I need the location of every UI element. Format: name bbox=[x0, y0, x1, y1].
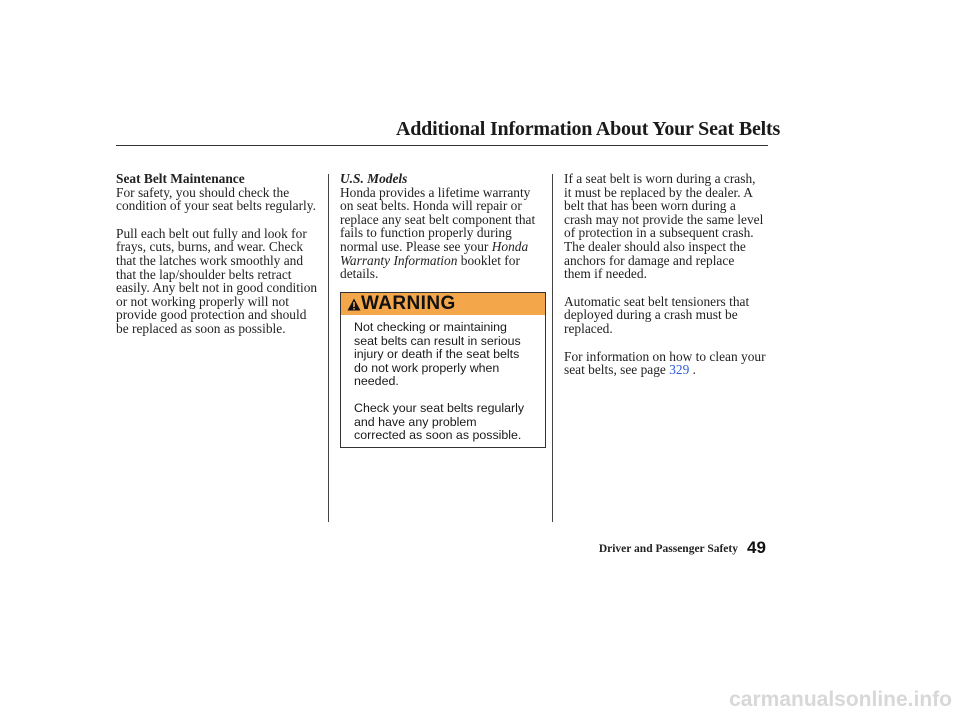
column-middle: U.S. Models Honda provides a lifetime wa… bbox=[340, 172, 546, 281]
warning-box: WARNING Not checking or maintaining seat… bbox=[340, 292, 546, 448]
page-number: 49 bbox=[747, 538, 766, 557]
column-divider bbox=[552, 174, 553, 522]
models-heading: U.S. Models bbox=[340, 171, 408, 186]
warning-header: WARNING bbox=[341, 293, 545, 315]
warning-paragraph: Not checking or maintaining seat belts c… bbox=[354, 320, 521, 389]
page-link[interactable]: 329 bbox=[669, 362, 690, 378]
footer-section-title: Driver and Passenger Safety bbox=[598, 543, 738, 555]
warning-paragraph: Check your seat belts regularly and have… bbox=[354, 400, 525, 443]
column-left: Seat Belt Maintenance For safety, you sh… bbox=[116, 172, 328, 336]
paragraph: Automatic seat belt tensioners that depl… bbox=[564, 293, 750, 336]
paragraph: Pull each belt out fully and look for fr… bbox=[116, 225, 318, 336]
section-heading: Seat Belt Maintenance bbox=[116, 171, 245, 186]
booklet-title: Warranty Information bbox=[340, 252, 458, 268]
watermark: carmanualsonline.info bbox=[729, 688, 952, 711]
warning-body: Not checking or maintaining seat belts c… bbox=[354, 320, 540, 443]
column-right: If a seat belt is worn during a crash, i… bbox=[564, 172, 772, 377]
booklet-title: Honda bbox=[491, 238, 529, 254]
paragraph: For safety, you should check the conditi… bbox=[116, 184, 316, 214]
title-divider bbox=[116, 145, 768, 146]
column-divider bbox=[328, 174, 329, 522]
paragraph: For information on how to clean your sea… bbox=[564, 348, 766, 378]
page-title: Additional Information About Your Seat B… bbox=[396, 118, 781, 140]
paragraph: If a seat belt is worn during a crash, i… bbox=[564, 171, 764, 282]
warning-label: WARNING bbox=[361, 293, 456, 314]
warning-triangle-icon bbox=[347, 298, 361, 311]
